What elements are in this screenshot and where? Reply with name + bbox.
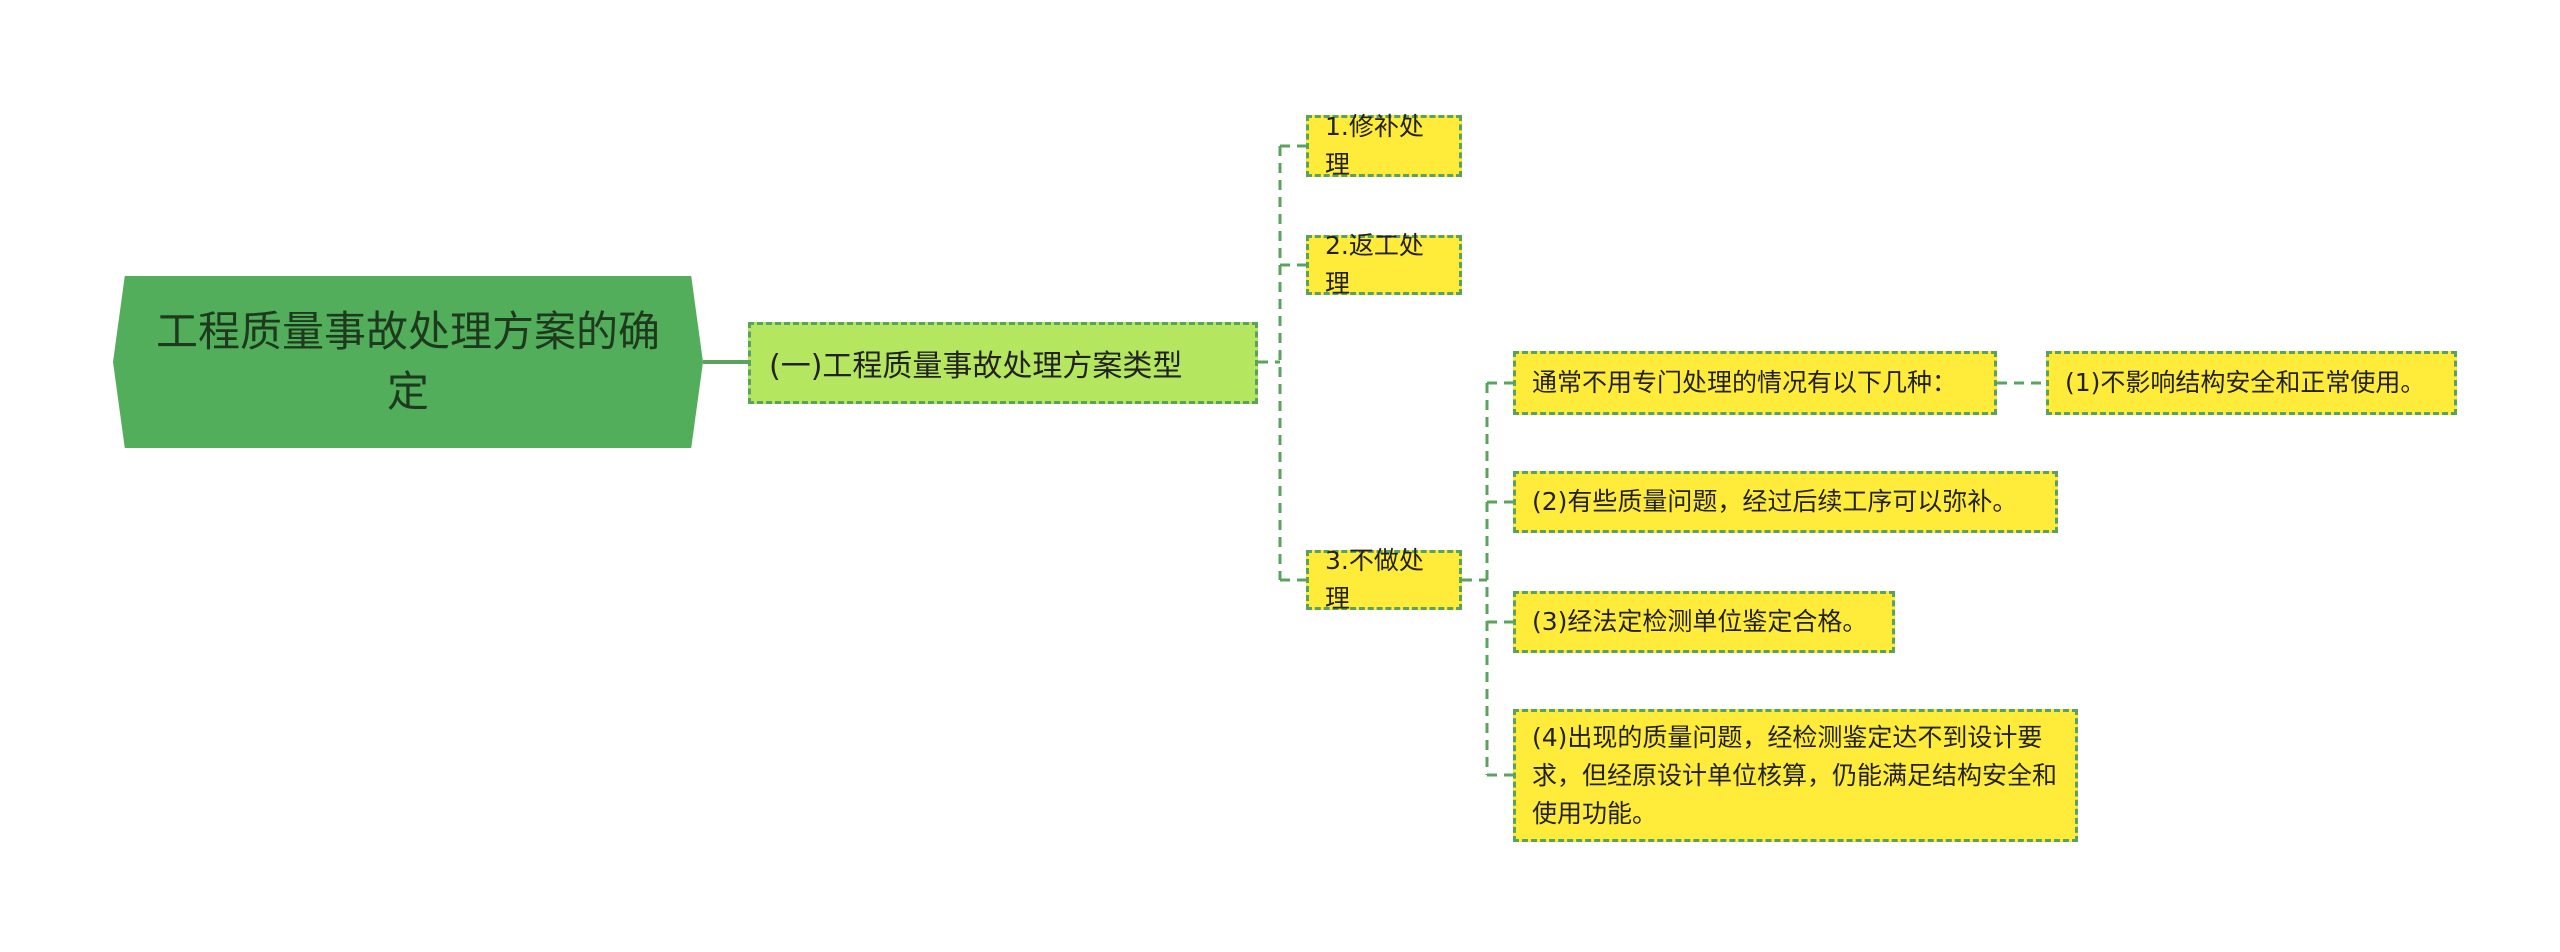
node-no-treatment[interactable]: 3.不做处理 <box>1306 546 1462 613</box>
node-case-1[interactable]: (1)不影响结构安全和正常使用。 <box>2046 351 2457 415</box>
root-node[interactable]: 工程质量事故处理方案的确定 <box>113 276 703 448</box>
node-treatment-types[interactable]: (一)工程质量事故处理方案类型 <box>748 322 1258 404</box>
node-case-3[interactable]: (3)经法定检测单位鉴定合格。 <box>1513 591 1895 653</box>
node-case-2[interactable]: (2)有些质量问题，经过后续工序可以弥补。 <box>1513 471 2058 533</box>
node-repair[interactable]: 1.修补处理 <box>1306 112 1462 179</box>
node-rework[interactable]: 2.返工处理 <box>1306 231 1462 298</box>
node-no-treatment-intro[interactable]: 通常不用专门处理的情况有以下几种： <box>1513 351 1997 415</box>
node-case-4[interactable]: (4)出现的质量问题，经检测鉴定达不到设计要求，但经原设计单位核算，仍能满足结构… <box>1513 709 2078 842</box>
